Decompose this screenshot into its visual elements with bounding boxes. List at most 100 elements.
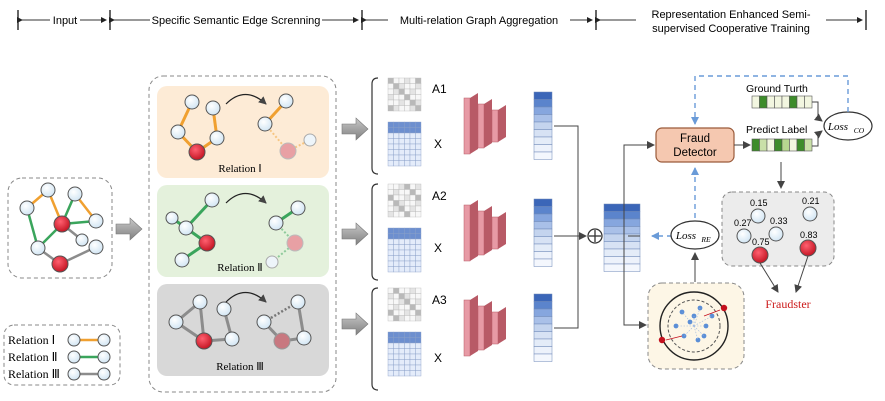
feature-cell	[387, 266, 394, 273]
adjacency-cell	[387, 77, 394, 84]
feature-cell	[409, 337, 416, 344]
feature-cell	[415, 353, 422, 360]
feature-cell	[393, 348, 400, 355]
relation-legend: Relation Ⅰ Relation Ⅱ Relation Ⅲ	[3, 324, 121, 386]
feature-cell	[393, 260, 400, 267]
feature-cell	[415, 337, 422, 344]
ground-truth-cell	[759, 95, 768, 109]
adjacency-cell	[409, 304, 416, 311]
adjacency-cell	[409, 293, 416, 300]
adjacency-cell	[393, 99, 400, 106]
adjacency-cell	[415, 287, 422, 294]
feature-cell	[393, 266, 400, 273]
fraud-detector-line1: Fraud	[680, 133, 710, 145]
point-link	[693, 325, 699, 341]
feature-cell	[404, 359, 411, 366]
header-edge-screening: Specific Semantic Edge Screnning	[152, 15, 321, 27]
feature-cell	[409, 359, 416, 366]
feature-cell	[393, 255, 400, 262]
feature-cell	[393, 331, 400, 338]
loss-re-node: Loss RE	[670, 220, 720, 250]
adjacency-cell	[393, 105, 400, 112]
score-027: 0.27	[734, 218, 752, 228]
feature-cell	[404, 348, 411, 355]
feature-cell	[404, 132, 411, 139]
matrix-bracket	[371, 77, 379, 175]
gnn-layer-front	[491, 109, 499, 143]
legend-relation3-label: Relation Ⅲ	[8, 367, 60, 381]
gnn-layer-front	[477, 103, 485, 149]
feature-cell	[387, 260, 394, 267]
feature-cell	[398, 266, 405, 273]
adjacency-cell	[398, 88, 405, 95]
concat-cell	[603, 263, 641, 272]
header-cooperative-training-line2: supervised Cooperative Training	[652, 23, 810, 35]
feature-cell	[409, 370, 416, 377]
feature-cell	[409, 233, 416, 240]
adjacency-cell	[387, 200, 394, 207]
ground-truth-cell	[789, 95, 798, 109]
point-link	[689, 321, 695, 327]
embedding-cell	[533, 316, 553, 325]
adjacency-cell	[398, 99, 405, 106]
feature-cell	[415, 160, 422, 167]
feature-cell	[387, 337, 394, 344]
adjacency-cell	[404, 77, 411, 84]
header-cooperative-training-line1: Representation Enhanced Semi-	[652, 9, 811, 21]
fraud-node-075	[751, 246, 769, 264]
adjacency-cell	[393, 77, 400, 84]
header: Input Specific Semantic Edge Screnning M…	[17, 9, 867, 35]
screen-arrow-3	[341, 312, 369, 336]
feature-cell	[398, 331, 405, 338]
adjacency-cell	[404, 94, 411, 101]
feature-cell	[387, 249, 394, 256]
embedding-cell	[533, 136, 553, 145]
feature-cell	[398, 238, 405, 245]
prediction-scores: 0.15 0.21 0.27 0.33 0.75 0.83	[721, 191, 835, 267]
embedding-cell	[533, 301, 553, 310]
adjacency-cell	[409, 287, 416, 294]
feature-cell	[409, 255, 416, 262]
feature-cell	[404, 255, 411, 262]
adjacency-cell	[393, 83, 400, 90]
feature-cell	[404, 370, 411, 377]
embedding-cell	[533, 308, 553, 317]
adjacency-cell	[409, 105, 416, 112]
embedding-cell	[533, 258, 553, 267]
score-021: 0.21	[802, 196, 820, 206]
point-link	[693, 315, 713, 327]
embedding-cell	[533, 114, 553, 123]
score-033: 0.33	[770, 216, 788, 226]
feature-cell	[393, 143, 400, 150]
loss-co-subscript: CO	[854, 126, 865, 135]
feature-cell	[398, 353, 405, 360]
feature-cell	[387, 342, 394, 349]
score-075: 0.75	[752, 237, 770, 247]
feature-cell	[387, 127, 394, 134]
normal-point	[695, 337, 701, 343]
gnn-layer-front	[463, 97, 471, 155]
feature-cell	[387, 353, 394, 360]
embedding-cell	[533, 338, 553, 347]
feature-cell	[387, 149, 394, 156]
adjacency-cell	[409, 88, 416, 95]
feature-cell	[404, 342, 411, 349]
feature-cell	[398, 370, 405, 377]
feature-cell	[409, 154, 416, 161]
adjacency-cell	[409, 99, 416, 106]
feature-cell	[404, 121, 411, 128]
feature-cell	[387, 238, 394, 245]
adjacency-cell	[415, 105, 422, 112]
adjacency-cell	[398, 287, 405, 294]
adjacency-cell	[404, 298, 411, 305]
feature-cell	[415, 370, 422, 377]
adjacency-cell	[415, 315, 422, 322]
header-input: Input	[53, 15, 77, 27]
input-arrow	[115, 217, 143, 241]
concatenated-representation	[603, 203, 641, 272]
adjacency-cell	[404, 304, 411, 311]
feature-cell	[415, 227, 422, 234]
adjacency-cell	[409, 189, 416, 196]
feature-cell	[398, 154, 405, 161]
feature-cell	[398, 260, 405, 267]
